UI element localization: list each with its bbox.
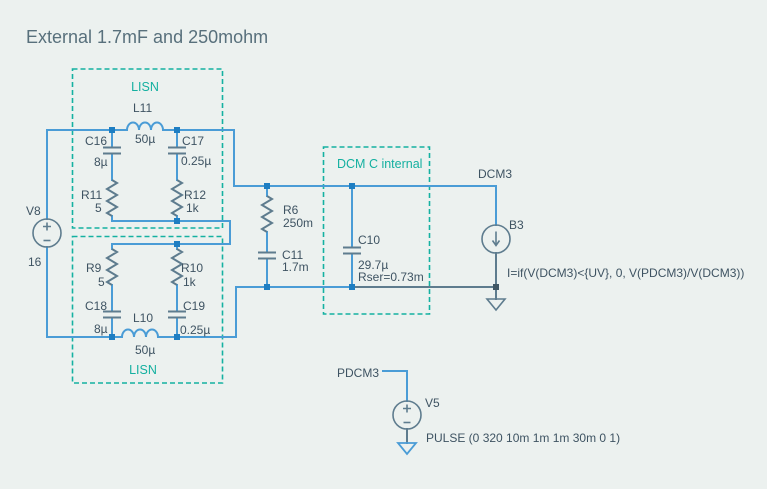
r12-zigzag-icon[interactable]	[170, 179, 184, 217]
current-source-b3[interactable]: B3 I=if(V(DCM3)<{UV}, 0, V(PDCM3)/V(DCM3…	[481, 218, 744, 280]
b3-formula-label[interactable]: I=if(V(DCM3)<{UV}, 0, V(PDCM3)/V(DCM3))	[507, 266, 744, 280]
b3-ref-label[interactable]: B3	[509, 218, 524, 232]
plus-sign-icon	[43, 222, 51, 231]
junction-dots	[109, 127, 499, 340]
capacitor-c18[interactable]: C18 8µ	[85, 299, 121, 336]
c16-value-label[interactable]: 8µ	[94, 155, 108, 169]
r11-value-label[interactable]: 5	[95, 201, 102, 215]
net-label-dcm3[interactable]: DCM3	[478, 167, 512, 181]
capacitor-c19[interactable]: C19 0.25µ	[168, 299, 210, 337]
voltage-source-v8[interactable]: V8 16	[26, 204, 62, 269]
r10-ref-label[interactable]: R10	[181, 261, 203, 275]
voltage-source-v5[interactable]: V5 PULSE (0 320 10m 1m 1m 30m 0 1)	[392, 396, 620, 445]
lisn-bottom-label: LISN	[129, 363, 157, 377]
resistor-r11[interactable]: R11 5	[81, 179, 119, 217]
r10-value-label[interactable]: 1k	[183, 275, 197, 289]
capacitor-c10[interactable]: C10 29.7µ Rser=0.73m	[343, 233, 424, 284]
l11-value-label[interactable]: 50µ	[135, 132, 155, 146]
dcm-internal-label: DCM C internal	[337, 157, 422, 171]
inductor-l11[interactable]: L11 50µ	[126, 101, 164, 146]
lisn-top-box	[71, 68, 224, 229]
r6-ref-label[interactable]: R6	[283, 203, 299, 217]
c19-value-label[interactable]: 0.25µ	[180, 323, 210, 337]
r6-zigzag-icon[interactable]	[260, 195, 274, 233]
r11-zigzag-icon[interactable]	[105, 179, 119, 217]
c17-ref-label[interactable]: C17	[182, 134, 204, 148]
l10-ref-label[interactable]: L10	[133, 311, 153, 325]
c16-plates-icon[interactable]	[103, 146, 121, 155]
c17-value-label[interactable]: 0.25µ	[181, 154, 211, 168]
c11-ref-label[interactable]: C11	[282, 248, 303, 262]
r9-ref-label[interactable]: R9	[86, 261, 102, 275]
c16-ref-label[interactable]: C16	[85, 134, 107, 148]
plus-sign-icon	[403, 404, 411, 413]
l10-value-label[interactable]: 50µ	[135, 343, 155, 357]
l11-coil-icon[interactable]	[126, 121, 164, 131]
resistor-r9[interactable]: R9 5	[86, 248, 119, 289]
v8-circle-icon[interactable]	[32, 218, 62, 248]
r10-zigzag-icon[interactable]	[170, 248, 184, 286]
lisn-top-label: LISN	[131, 80, 159, 94]
c18-value-label[interactable]: 8µ	[94, 322, 108, 336]
wire-ground-net	[351, 252, 497, 444]
c10-rser-label[interactable]: Rser=0.73m	[358, 270, 424, 284]
c19-ref-label[interactable]: C19	[183, 299, 205, 313]
c10-plates-icon[interactable]	[343, 246, 361, 255]
r11-ref-label[interactable]: R11	[81, 188, 102, 202]
c18-ref-label[interactable]: C18	[85, 299, 107, 313]
ground-symbol-v5[interactable]	[396, 442, 418, 456]
c11-value-label[interactable]: 1.7m	[282, 260, 309, 274]
page-title: External 1.7mF and 250mohm	[26, 27, 268, 47]
ground-symbol-b3[interactable]	[485, 298, 507, 312]
v5-pulse-label[interactable]: PULSE (0 320 10m 1m 1m 30m 0 1)	[426, 431, 620, 445]
r12-ref-label[interactable]: R12	[184, 188, 206, 202]
l11-ref-label[interactable]: L11	[133, 101, 152, 115]
r9-value-label[interactable]: 5	[98, 275, 105, 289]
v8-ref-label[interactable]: V8	[26, 204, 41, 218]
c11-plates-icon[interactable]	[258, 251, 276, 260]
r6-value-label[interactable]: 250m	[283, 216, 313, 230]
c18-plates-icon[interactable]	[103, 310, 121, 319]
r12-value-label[interactable]: 1k	[186, 201, 200, 215]
v8-value-label[interactable]: 16	[28, 255, 42, 269]
resistor-r12[interactable]: R12 1k	[170, 179, 206, 217]
c10-value-label[interactable]: 29.7µ	[358, 258, 388, 272]
c10-ref-label[interactable]: C10	[358, 233, 380, 247]
resistor-r6[interactable]: R6 250m	[260, 195, 313, 233]
net-label-pdcm3[interactable]: PDCM3	[337, 366, 379, 380]
lisn-bottom-box	[71, 235, 224, 384]
capacitor-c17[interactable]: C17 0.25µ	[168, 134, 211, 168]
dcm-internal-box	[322, 146, 431, 315]
c17-plates-icon[interactable]	[168, 146, 186, 155]
c19-plates-icon[interactable]	[168, 310, 186, 319]
b3-circle-icon[interactable]	[481, 224, 511, 254]
capacitor-c16[interactable]: C16 8µ	[85, 134, 121, 169]
capacitor-c11[interactable]: C11 1.7m	[258, 248, 309, 274]
l10-coil-icon[interactable]	[121, 328, 159, 338]
inductor-l10[interactable]: L10 50µ	[121, 311, 159, 357]
v5-ref-label[interactable]: V5	[425, 396, 440, 410]
v5-circle-icon[interactable]	[392, 400, 422, 430]
resistor-r10[interactable]: R10 1k	[170, 248, 203, 289]
b3-arrow-head-icon	[491, 240, 501, 247]
r9-zigzag-icon[interactable]	[105, 248, 119, 286]
